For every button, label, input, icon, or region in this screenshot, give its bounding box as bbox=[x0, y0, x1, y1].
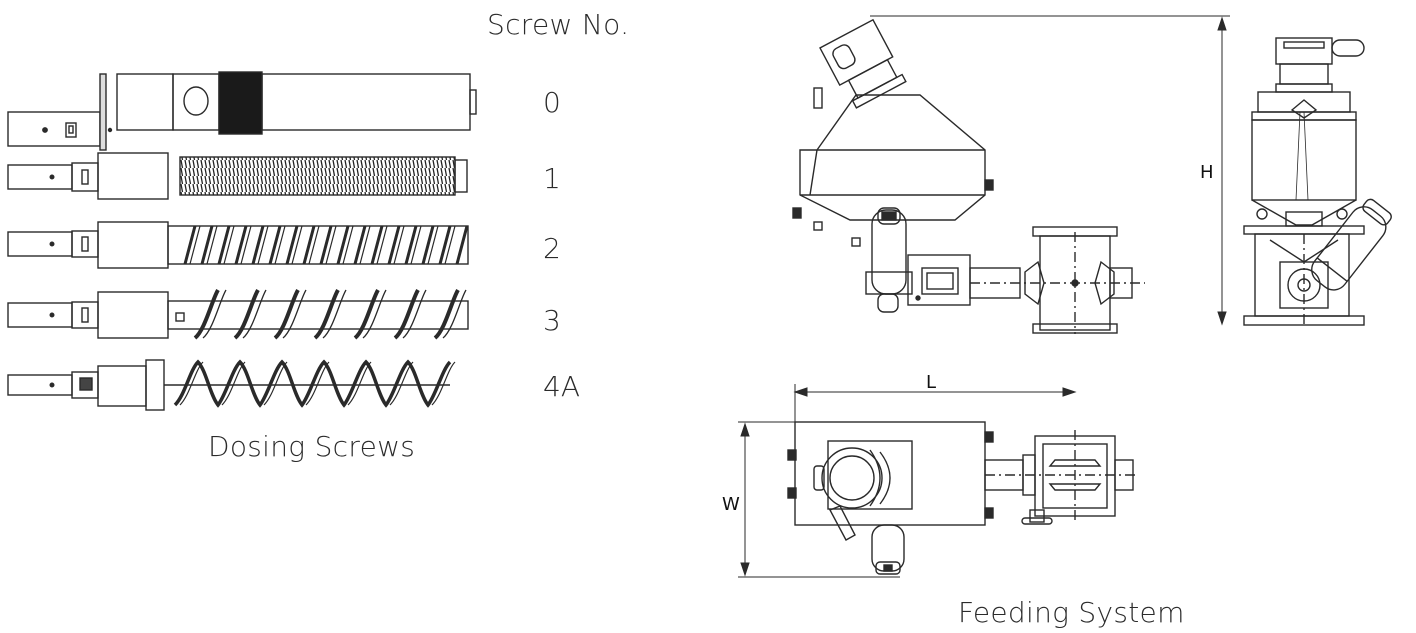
dosing-screw-1 bbox=[7, 152, 468, 200]
dosing-screw-3 bbox=[7, 288, 469, 340]
feeder-top-view bbox=[787, 421, 1135, 575]
feeding-system-caption: Feeding System bbox=[958, 596, 1185, 629]
dosing-screw-2 bbox=[7, 221, 469, 269]
screw-number-0: 0 bbox=[543, 86, 561, 119]
dimension-h-label: H bbox=[1200, 162, 1214, 183]
screw-number-header: Screw No. bbox=[487, 8, 630, 41]
screw-number-3: 3 bbox=[543, 304, 561, 337]
dimension-l-label: L bbox=[926, 372, 937, 393]
feeder-front-view bbox=[1243, 37, 1392, 326]
dimension-w-label: W bbox=[722, 494, 740, 515]
feeder-side-view bbox=[792, 18, 1145, 334]
dosing-screws-caption: Dosing Screws bbox=[208, 430, 416, 463]
screw-number-1: 1 bbox=[543, 162, 561, 195]
screw-number-4a: 4A bbox=[543, 370, 580, 403]
screw-number-2: 2 bbox=[543, 232, 561, 265]
dosing-screw-0 bbox=[7, 71, 477, 151]
dosing-screw-4a bbox=[7, 359, 456, 411]
